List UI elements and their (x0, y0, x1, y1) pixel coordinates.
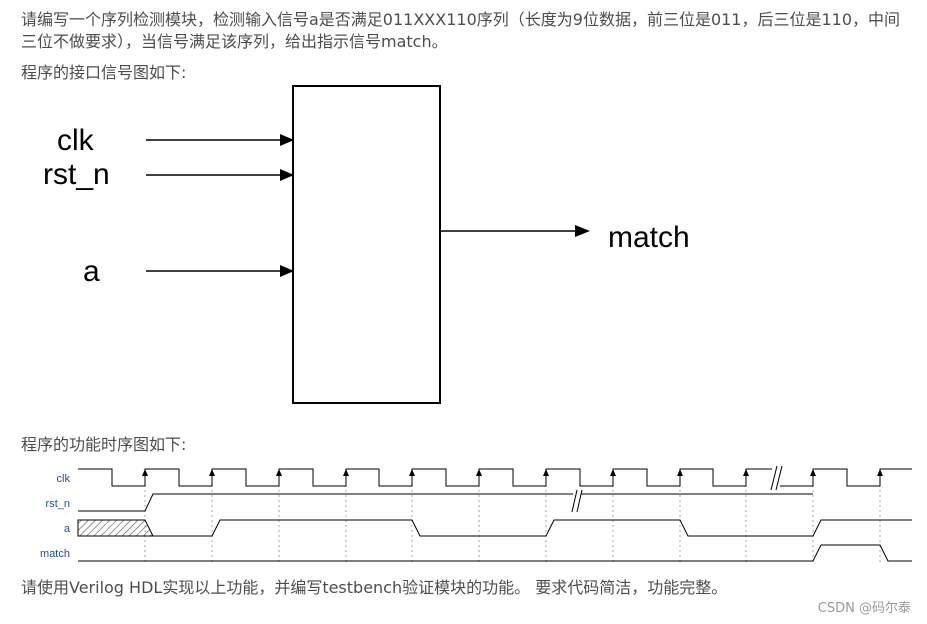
rst-n-arrowhead (280, 169, 294, 181)
clk-waveform (78, 468, 912, 487)
match-signal-label: match (40, 548, 70, 560)
a-waveform (153, 519, 912, 537)
timing-diagram: clk rst_n a match (40, 465, 912, 563)
match-arrowhead (575, 225, 590, 237)
rst-n-port-label: rst_n (43, 158, 110, 191)
timing-caption: 程序的功能时序图如下: (21, 435, 187, 454)
rst-n-waveform (78, 493, 813, 512)
rst-n-break-mark (571, 489, 583, 513)
clk-rising-edge-arrows (142, 469, 883, 476)
rst-n-signal-label: rst_n (46, 498, 70, 510)
module-box (292, 85, 441, 404)
instruction-text: 请使用Verilog HDL实现以上功能，并编写testbench验证模块的功能… (21, 578, 728, 597)
a-signal-label: a (64, 523, 71, 535)
clk-arrowhead (280, 134, 294, 146)
a-unknown-region (77, 519, 154, 537)
a-port-label: a (83, 255, 100, 288)
match-waveform (78, 544, 912, 562)
clk-break-mark (770, 465, 783, 491)
csdn-watermark: CSDN @码尔泰 (817, 601, 911, 616)
interface-diagram: clk rst_n a match (43, 85, 690, 404)
clk-signal-label: clk (57, 473, 71, 485)
match-port-label: match (608, 221, 690, 254)
problem-description: 请编写一个序列检测模块，检测输入信号a是否满足011XXX110序列（长度为9位… (21, 10, 901, 51)
interface-caption: 程序的接口信号图如下: (21, 63, 187, 82)
a-arrowhead (280, 265, 294, 277)
clk-port-label: clk (57, 124, 95, 157)
